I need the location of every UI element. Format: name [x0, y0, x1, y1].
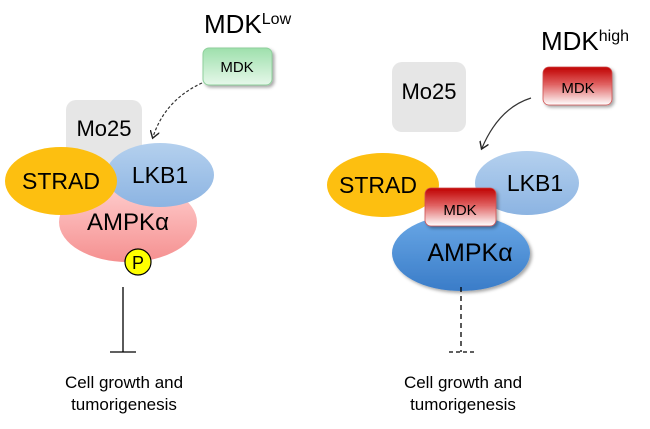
right-panel: MDKhigh MDK Mo25 LKB1 STRAD AMPKα MDK: [327, 26, 629, 414]
left-outcome-line1: Cell growth and: [65, 373, 183, 392]
left-inhibition-line: [110, 287, 136, 353]
left-lkb1-label: LKB1: [132, 162, 188, 188]
right-ampk: AMPKα: [392, 215, 530, 291]
left-title: MDKLow: [204, 9, 292, 39]
left-lkb1: LKB1: [106, 143, 214, 207]
right-strad-label: STRAD: [339, 172, 417, 198]
right-outcome-line1: Cell growth and: [404, 373, 522, 392]
right-mdk-label: MDK: [561, 80, 594, 97]
right-lkb1: LKB1: [475, 151, 579, 215]
left-panel: MDKLow MDK Mo25 AMPKα LKB1 STRAD P: [5, 9, 292, 414]
right-dashed-inhibition-line: [449, 287, 474, 353]
right-title: MDKhigh: [541, 26, 629, 56]
phospho-label: P: [132, 253, 144, 273]
right-strad: STRAD: [327, 153, 439, 217]
left-phospho: P: [124, 248, 152, 276]
left-ampk-label: AMPKα: [87, 209, 169, 236]
right-lkb1-label: LKB1: [507, 170, 563, 196]
left-mo25-label: Mo25: [76, 116, 131, 141]
left-outcome-line2: tumorigenesis: [71, 395, 177, 414]
right-ampk-label: AMPKα: [427, 239, 512, 267]
left-strad: STRAD: [5, 147, 117, 215]
left-strad-label: STRAD: [22, 168, 100, 194]
right-mo25-label: Mo25: [401, 79, 456, 104]
right-solid-arrow: [482, 97, 532, 148]
left-dashed-arrow: [153, 82, 203, 137]
right-outcome-line2: tumorigenesis: [410, 395, 516, 414]
right-mdk-box: MDK: [542, 66, 613, 106]
left-mdk-box: MDK: [202, 47, 273, 86]
left-mdk-label: MDK: [220, 59, 253, 76]
right-mdk-bound-label: MDK: [443, 202, 476, 219]
right-mo25: Mo25: [392, 62, 466, 132]
right-mdk-bound: MDK: [424, 187, 497, 227]
